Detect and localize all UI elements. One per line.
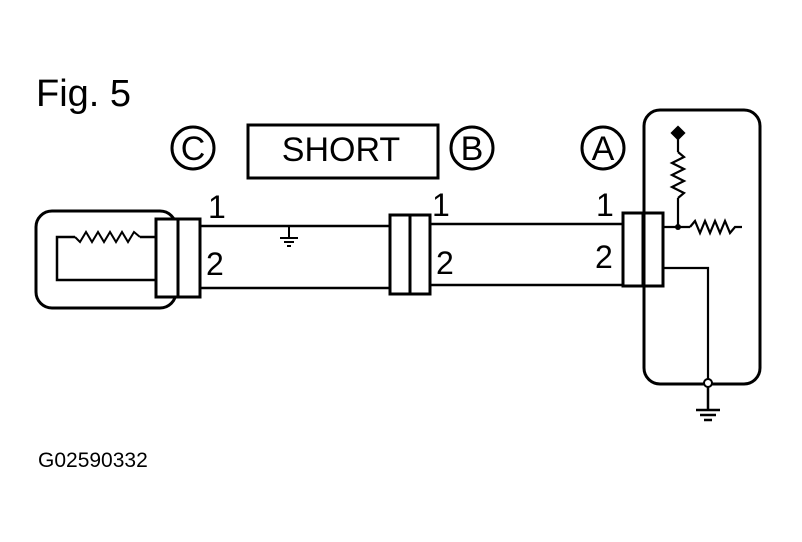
figure-code: G02590332 bbox=[38, 449, 148, 472]
connector-b-pin1: 1 bbox=[432, 187, 450, 223]
resistor-icon bbox=[689, 218, 742, 236]
connector-c bbox=[154, 217, 202, 299]
connector-a-pin2: 2 bbox=[595, 239, 613, 275]
figure-title: Fig. 5 bbox=[36, 73, 131, 115]
connector-a-letter: A bbox=[592, 130, 615, 168]
short-box: SHORT bbox=[246, 123, 440, 180]
resistor-icon bbox=[74, 230, 141, 244]
connector-b-letter: B bbox=[461, 130, 484, 168]
connector-b bbox=[388, 213, 432, 296]
harness-wires bbox=[200, 222, 623, 290]
connector-a-label: A bbox=[580, 125, 626, 171]
short-ground-icon bbox=[280, 226, 298, 247]
connector-b-label: B bbox=[449, 125, 495, 171]
connector-a-pin1: 1 bbox=[596, 187, 614, 223]
power-terminal-icon bbox=[670, 125, 686, 141]
connector-b-pin2: 2 bbox=[436, 245, 454, 281]
short-label: SHORT bbox=[282, 131, 400, 169]
connector-c-letter: C bbox=[181, 130, 206, 168]
ground-icon bbox=[696, 387, 720, 422]
connector-c-label: C bbox=[170, 125, 216, 171]
connector-c-pin1: 1 bbox=[208, 189, 226, 225]
connector-a bbox=[621, 211, 665, 288]
connector-c-pin2: 2 bbox=[206, 246, 224, 282]
right-component bbox=[642, 108, 762, 422]
resistor-icon bbox=[669, 151, 687, 199]
